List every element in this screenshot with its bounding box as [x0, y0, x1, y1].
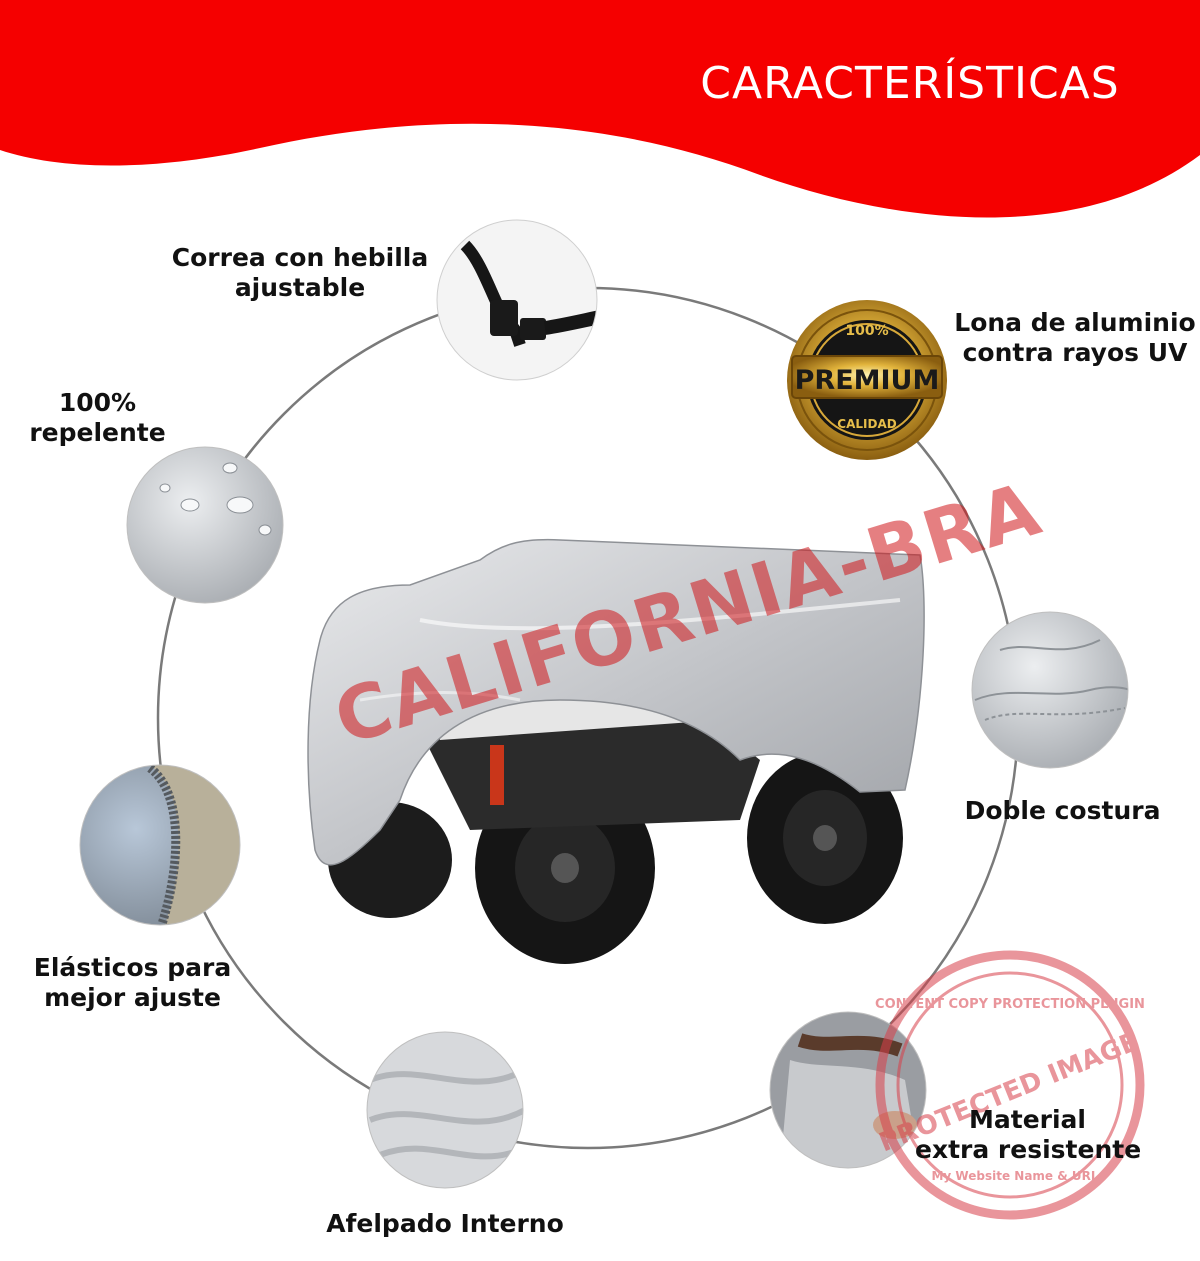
covered-atv-icon: [307, 538, 925, 964]
resistant-label-line1: Material: [969, 1105, 1086, 1134]
plush-label: Afelpado Interno: [320, 1209, 570, 1239]
double-stitch-label-line1: Doble costura: [964, 796, 1161, 825]
elastic-label: Elásticos para mejor ajuste: [20, 953, 245, 1013]
resistant-label-line2: extra resistente: [915, 1135, 1142, 1164]
elastic-label-line1: Elásticos para: [33, 953, 232, 982]
strap-label: Correa con hebilla ajustable: [165, 243, 435, 303]
plush-fabric-icon: [366, 1031, 524, 1189]
premium-badge-main: PREMIUM: [795, 365, 940, 396]
stitched-fabric-icon: [971, 611, 1129, 769]
aluminum-label: Lona de aluminio contra rayos UV: [950, 308, 1200, 368]
water-drops-icon: [126, 446, 284, 604]
plush-label-line1: Afelpado Interno: [326, 1209, 564, 1238]
elastic-hem-icon: [79, 764, 241, 926]
header-wave: [0, 0, 1200, 218]
strap-buckle-icon: [436, 219, 598, 381]
elastic-label-line2: mejor ajuste: [44, 983, 221, 1012]
double-stitch-label: Doble costura: [955, 796, 1170, 826]
page-title: CARACTERÍSTICAS: [700, 58, 1120, 109]
strap-label-line2: ajustable: [234, 273, 366, 302]
repellent-label-line2: repelente: [29, 418, 166, 447]
premium-badge-bottom: CALIDAD: [837, 417, 896, 431]
stamp-bottom-text: My Website Name & URL: [931, 1169, 1098, 1183]
premium-badge: 100% PREMIUM CALIDAD: [787, 300, 947, 460]
aluminum-label-line2: contra rayos UV: [962, 338, 1188, 367]
stamp-outer-text: CONTENT COPY PROTECTION PLUGIN: [875, 997, 1145, 1012]
resistant-label: Material extra resistente: [915, 1105, 1142, 1165]
repellent-label-line1: 100%: [58, 388, 137, 417]
premium-badge-top: 100%: [845, 323, 888, 339]
aluminum-label-line1: Lona de aluminio: [954, 308, 1196, 337]
strap-label-line1: Correa con hebilla: [171, 243, 429, 272]
repellent-label: 100% repelente: [20, 388, 175, 448]
